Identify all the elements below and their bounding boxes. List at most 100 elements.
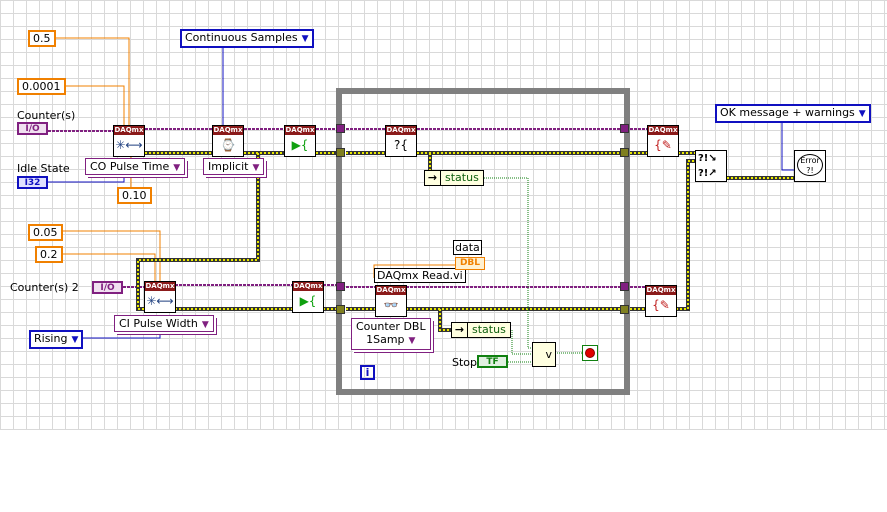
task-tunnel (336, 124, 345, 133)
data-indicator[interactable]: DBL (455, 257, 485, 270)
wire-task (123, 284, 645, 288)
read-node[interactable]: DAQmx 👓 (375, 285, 407, 317)
create-channel-ci-node[interactable]: DAQmx ✳⟷ (144, 281, 176, 313)
create-channel-icon: ✳⟷ (115, 138, 143, 152)
counter2-label: Counter(s) 2 (10, 281, 79, 294)
ci-type-value: CI Pulse Width (119, 317, 198, 330)
create-channel-co-node[interactable]: DAQmx ✳⟷ (113, 125, 145, 157)
wire-enum (781, 120, 794, 171)
arrow-icon: → (452, 323, 468, 337)
edge-enum[interactable]: Rising▼ (29, 330, 84, 349)
wire-error (137, 152, 794, 331)
stop-label: Stop (452, 356, 478, 369)
data-label: data (453, 240, 482, 255)
read-type-line2: 1Samp (366, 333, 405, 346)
or-label: v (545, 348, 552, 361)
merge-errors-node[interactable]: ?!↘?!↗ (695, 150, 727, 182)
max-value-constant[interactable]: 0.2 (35, 246, 63, 263)
node-header: DAQmx (145, 282, 175, 291)
read-node-label: DAQmx Read.vi (374, 268, 466, 283)
idle-state-label: Idle State (17, 162, 70, 175)
dropdown-arrow-icon: ▼ (71, 335, 79, 345)
block-diagram-canvas (0, 0, 887, 430)
counter-control[interactable]: I/O (17, 122, 48, 135)
error-dialog-value: OK message + warnings (720, 106, 855, 119)
dropdown-arrow-icon: ▼ (201, 320, 209, 330)
timing-value: Implicit (208, 160, 249, 173)
node-header: DAQmx (213, 126, 243, 135)
timing-node[interactable]: DAQmx ⌚ (212, 125, 244, 157)
node-header: DAQmx (293, 282, 323, 291)
create-channel-icon: ✳⟷ (146, 294, 174, 308)
wire-boolean (476, 177, 532, 349)
low-time-constant[interactable]: 0.0001 (17, 78, 66, 95)
wire-numeric (56, 85, 125, 125)
high-time-constant[interactable]: 0.5 (28, 30, 56, 47)
play-icon: ▶{ (291, 138, 309, 152)
wire-enum (73, 331, 161, 339)
task-tunnel (620, 282, 629, 291)
error-handler-node[interactable]: Error ?! (794, 150, 826, 182)
clear-task-node-1[interactable]: DAQmx {✎ (647, 125, 679, 157)
node-header: DAQmx (386, 126, 416, 135)
glasses-icon: 👓 (383, 298, 399, 312)
read-type-line1: Counter DBL (356, 320, 426, 333)
eraser-icon: {✎ (652, 298, 670, 312)
or-function[interactable]: v (532, 342, 556, 367)
node-header: DAQmx (376, 286, 406, 295)
error-tunnel (336, 148, 345, 157)
status-unbundle-2[interactable]: → status (451, 322, 511, 338)
loop-condition-stop-icon[interactable] (582, 345, 598, 361)
wire-numeric (57, 253, 156, 281)
dropdown-arrow-icon: ▼ (408, 336, 416, 346)
start-task-node-2[interactable]: DAQmx ▶{ (292, 281, 324, 313)
dropdown-arrow-icon: ▼ (858, 109, 866, 119)
error-tunnel (620, 148, 629, 157)
eraser-icon: {✎ (654, 138, 672, 152)
initial-delay-constant[interactable]: 0.10 (117, 187, 152, 204)
wire-task (48, 128, 647, 132)
start-task-node-1[interactable]: DAQmx ▶{ (284, 125, 316, 157)
node-header: DAQmx (114, 126, 144, 135)
clear-task-node-2[interactable]: DAQmx {✎ (645, 285, 677, 317)
sample-mode-value: Continuous Samples (185, 31, 298, 44)
arrow-icon: → (425, 171, 441, 185)
task-tunnel (620, 124, 629, 133)
min-value-constant[interactable]: 0.05 (28, 224, 63, 241)
dropdown-arrow-icon: ▼ (301, 34, 309, 44)
node-header: DAQmx (648, 126, 678, 135)
node-header: DAQmx (646, 286, 676, 295)
counter2-control[interactable]: I/O (92, 281, 123, 294)
co-type-value: CO Pulse Time (90, 160, 170, 173)
question-icon: ?{ (393, 138, 408, 152)
idle-state-control[interactable]: I32 (17, 176, 48, 189)
wires (48, 37, 794, 395)
while-loop-border (336, 88, 630, 395)
wire-numeric (57, 230, 161, 281)
clock-icon: ⌚ (220, 138, 236, 152)
error-dialog-enum[interactable]: OK message + warnings▼ (715, 104, 871, 123)
iteration-terminal: i (360, 365, 375, 380)
merge-errors-icon: ?!↘ (698, 153, 717, 164)
status-unbundle-1[interactable]: → status (424, 170, 484, 186)
dropdown-arrow-icon: ▼ (252, 163, 260, 173)
timing-ring[interactable]: Implicit▼ (203, 158, 265, 175)
is-task-done-node[interactable]: DAQmx ?{ (385, 125, 417, 157)
ci-type-ring[interactable]: CI Pulse Width▼ (114, 315, 214, 332)
dropdown-arrow-icon: ▼ (173, 163, 181, 173)
status-field: status (445, 171, 479, 184)
error-tunnel (336, 305, 345, 314)
edge-value: Rising (34, 332, 68, 345)
co-type-ring[interactable]: CO Pulse Time▼ (85, 158, 186, 175)
node-header: DAQmx (285, 126, 315, 135)
counter-label: Counter(s) (17, 109, 76, 122)
speech-bubble-icon: Error ?! (797, 154, 823, 176)
sample-mode-enum[interactable]: Continuous Samples▼ (180, 29, 314, 48)
wire-numeric (49, 37, 130, 125)
error-tunnel (620, 305, 629, 314)
task-tunnel (336, 282, 345, 291)
play-icon: ▶{ (299, 294, 317, 308)
stop-button-control[interactable]: TF (477, 355, 508, 368)
status-field: status (472, 323, 506, 336)
